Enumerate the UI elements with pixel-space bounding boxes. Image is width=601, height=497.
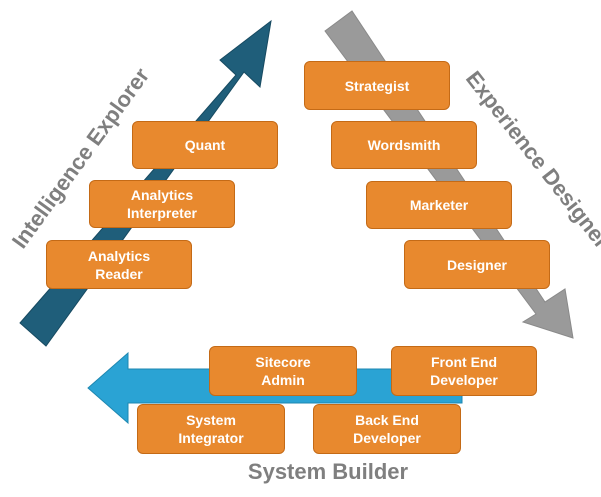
role-designer: Designer [404,240,550,289]
role-analytics-interpreter: Analytics Interpreter [89,180,235,228]
role-sitecore-admin: Sitecore Admin [209,346,357,396]
role-quant: Quant [132,121,278,169]
role-wordsmith: Wordsmith [331,121,477,169]
role-system-integrator: System Integrator [137,404,285,454]
role-back-end-developer: Back End Developer [313,404,461,454]
system-builder-label: System Builder [247,459,409,484]
role-front-end-developer: Front End Developer [391,346,537,396]
role-marketer: Marketer [366,181,512,229]
role-strategist: Strategist [304,61,450,110]
role-analytics-reader: Analytics Reader [46,240,192,289]
